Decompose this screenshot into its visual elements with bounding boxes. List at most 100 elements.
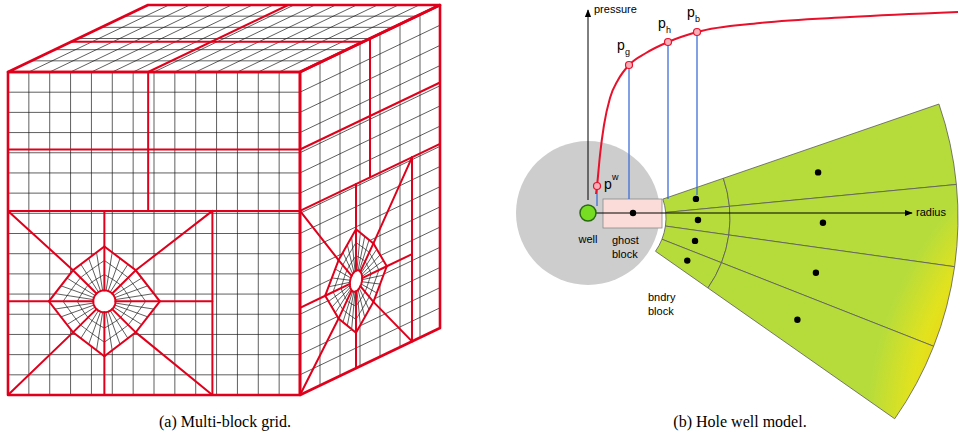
block-boundary [373,302,412,342]
block-boundary [373,157,412,243]
grid-line [31,60,323,61]
caption: (a) Multi-block grid. [159,412,291,431]
block-boundary [300,296,325,308]
grid-line [8,172,300,173]
block-boundary [360,243,373,271]
well-model [516,10,958,419]
multi-block-cube [8,5,440,395]
block-center [695,217,701,223]
right-face [300,5,440,395]
pressure-symbol: p [658,15,666,31]
block-boundary [8,210,300,212]
block-center [693,196,699,202]
block-boundary [147,72,149,211]
block-boundary [148,5,288,72]
grid-line [362,282,380,284]
pressure-symbol: p [687,4,695,20]
grid-line [97,312,103,350]
block-boundary [136,211,213,270]
block-center [813,270,819,276]
subscript: b [695,14,700,24]
hole-block [325,229,387,332]
block-center [815,169,821,175]
well-hole [350,270,362,291]
block-center [820,219,826,225]
grid-line [61,305,94,317]
grid-line [8,253,300,254]
grid-line [8,314,300,315]
grid-line [78,38,370,39]
block-label: bndry block [648,290,682,318]
face [300,5,440,395]
block-boundary [355,229,357,270]
block-boundary [300,211,339,260]
grid-line [115,294,153,300]
pressure-axis [588,10,589,200]
grid-line [8,112,300,113]
grid-line [8,193,300,194]
grid-line [8,92,300,93]
front-face [8,72,300,395]
grid-line [101,27,393,28]
grid-line [332,278,350,280]
block-boundary [362,266,387,278]
pressure-point [626,62,633,69]
grid-line [55,303,93,309]
block-boundary [112,270,136,293]
grid-line [8,334,300,335]
grid-line [8,132,300,133]
grid-line [352,292,355,329]
block-boundary [73,270,97,293]
grid-line [300,308,440,375]
pressure-symbol: p [604,176,612,192]
cube-edge [8,72,300,395]
block-boundary [103,312,105,356]
grid-line [8,273,300,274]
block-center [684,257,690,263]
grid-line [115,286,148,298]
block-boundary [369,39,371,178]
block-boundary [73,309,97,332]
grid-block [656,239,722,288]
grid-line [115,303,153,309]
subscript: h [666,25,671,35]
block-boundary [325,229,387,332]
well-label: well [579,233,598,246]
grid-line [8,233,300,234]
block-boundary [211,211,213,395]
grid-line [352,237,355,271]
block-boundary [300,319,339,395]
block-boundary [115,300,159,302]
block-boundary [355,184,357,229]
block-boundary [103,211,105,247]
grid-line [89,258,101,291]
block-boundary [339,290,352,318]
block-boundary [160,300,213,302]
block-boundary [136,332,213,395]
axis-label: pressure [594,3,637,16]
block-boundary [112,309,136,332]
block-boundary [8,211,73,270]
block-boundary [355,291,357,332]
grid-line [55,294,93,300]
block-label: ghost block [612,233,646,261]
caption: (b) Hole well model. [673,412,806,431]
grid-line [8,152,300,153]
grid-line [8,354,300,355]
projection-line [696,32,697,195]
well-symbol [580,205,596,221]
block-boundary [411,157,413,341]
cube-edge [8,5,440,72]
pressure-curve [596,12,958,194]
pressure-point [594,183,601,190]
grid-line [125,16,417,17]
block-boundary [387,254,412,266]
grid-line [106,312,112,350]
superscript: w [612,172,619,182]
grid-line [106,252,112,290]
face [8,72,300,395]
grid-line [55,49,347,50]
block-boundary [8,149,300,151]
